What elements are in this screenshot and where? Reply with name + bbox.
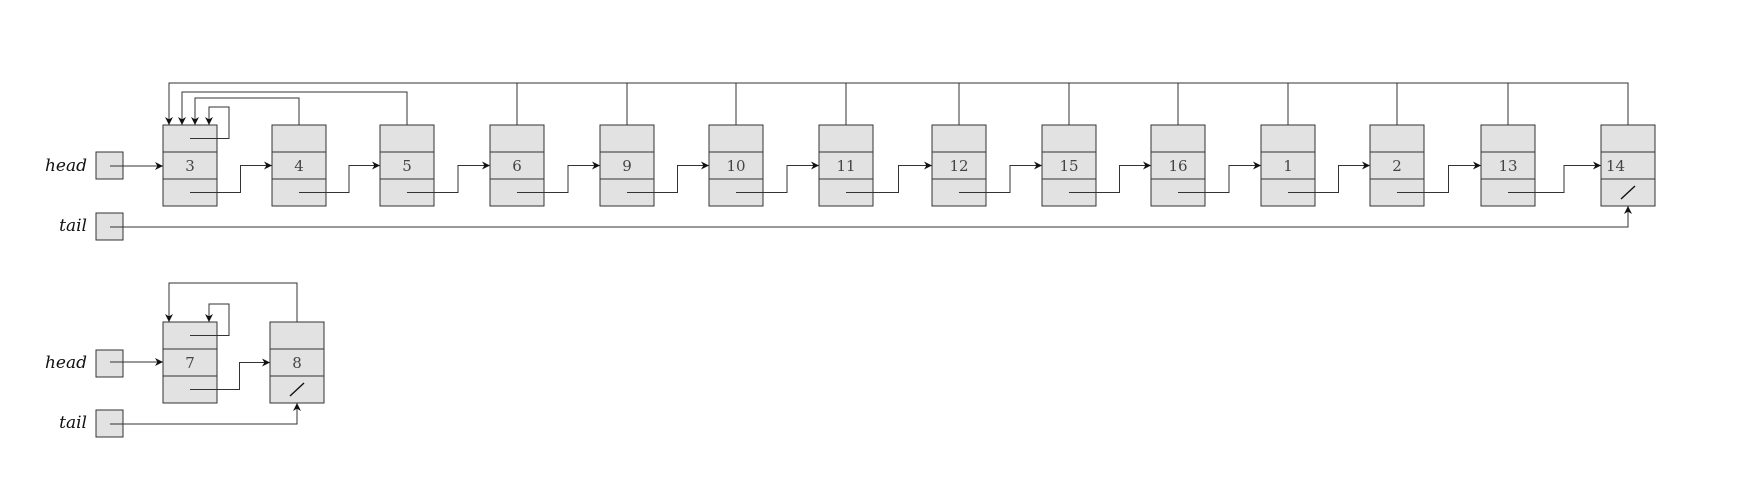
- node-rep-cell: [599, 124, 655, 153]
- next-pointer-arrow: [1069, 161, 1151, 193]
- list-node: 14: [1600, 124, 1656, 207]
- rep-pointer-arrow: [191, 97, 300, 125]
- node-key-cell: [1041, 151, 1097, 180]
- list-node: 7: [162, 321, 218, 404]
- node-rep-cell: [1600, 124, 1656, 153]
- next-pointer-arrow: [517, 161, 600, 193]
- head-label-1: head: [45, 156, 87, 176]
- node-key-value: 13: [1498, 157, 1517, 175]
- node-rep-cell: [1369, 124, 1425, 153]
- node-key-cell: [489, 151, 545, 180]
- tail-label-2: tail: [59, 413, 87, 433]
- node-key-cell: [1260, 151, 1316, 180]
- node-key-value: 9: [622, 157, 632, 175]
- next-pointer-arrow: [627, 161, 709, 193]
- next-pointer-arrow: [959, 161, 1042, 193]
- next-pointer-arrow: [1397, 161, 1481, 193]
- node-key-cell: [1369, 151, 1425, 180]
- node-key-cell: [1600, 151, 1656, 180]
- list-node: 11: [818, 124, 874, 207]
- rep-pointer-arrow: [190, 303, 230, 336]
- node-key-value: 6: [512, 157, 522, 175]
- node-key-cell: [708, 151, 764, 180]
- nil-slash: [289, 382, 305, 397]
- rep-pointer-bus: [165, 82, 1629, 125]
- next-pointer-arrow: [299, 161, 380, 193]
- node-key-value: 8: [292, 354, 302, 372]
- next-pointer-arrow: [1178, 161, 1261, 193]
- rep-pointer-arrow: [190, 106, 230, 139]
- node-rep-cell: [269, 321, 325, 350]
- list-node: 10: [708, 124, 764, 207]
- node-rep-cell: [818, 124, 874, 153]
- node-rep-cell: [1260, 124, 1316, 153]
- node-key-cell: [931, 151, 987, 180]
- list-node: 15: [1041, 124, 1097, 207]
- node-rep-cell: [489, 124, 545, 153]
- next-pointer-arrow: [190, 161, 272, 193]
- next-pointer-arrow: [1508, 161, 1601, 193]
- head-pointer-box-2: [95, 349, 124, 378]
- list-node: 5: [379, 124, 435, 207]
- node-rep-cell: [379, 124, 435, 153]
- node-key-value: 1: [1283, 157, 1293, 175]
- node-key-value: 16: [1168, 157, 1187, 175]
- node-rep-cell: [1041, 124, 1097, 153]
- node-rep-cell: [271, 124, 327, 153]
- node-key-value: 10: [726, 157, 745, 175]
- rep-pointer-bus: [165, 282, 298, 322]
- node-rep-cell: [931, 124, 987, 153]
- node-key-value: 2: [1392, 157, 1402, 175]
- list-node: 1: [1260, 124, 1316, 207]
- next-pointer-arrow: [407, 161, 490, 193]
- node-key-cell: [269, 348, 325, 377]
- head-label-2: head: [45, 353, 87, 373]
- node-key-value: 4: [294, 157, 304, 175]
- list-node: 9: [599, 124, 655, 207]
- node-key-cell: [818, 151, 874, 180]
- tail-pointer-arrow: [110, 403, 301, 425]
- tail-pointer-arrow: [110, 206, 1632, 228]
- list-node: 8: [269, 321, 325, 404]
- node-key-cell: [1150, 151, 1206, 180]
- next-pointer-arrow: [846, 161, 932, 193]
- list-node: 2: [1369, 124, 1425, 207]
- node-key-cell: [599, 151, 655, 180]
- list-node: 3: [162, 124, 218, 207]
- rep-pointer-arrow: [178, 91, 408, 125]
- next-pointer-arrow: [1288, 161, 1370, 193]
- list-node: 12: [931, 124, 987, 207]
- nil-slash: [1620, 185, 1636, 200]
- node-key-value: 14: [1606, 157, 1625, 175]
- node-rep-cell: [1150, 124, 1206, 153]
- list-node: 6: [489, 124, 545, 207]
- next-pointer-arrow: [736, 161, 819, 193]
- node-rep-cell: [708, 124, 764, 153]
- node-key-value: 5: [402, 157, 412, 175]
- node-key-value: 15: [1059, 157, 1078, 175]
- node-key-value: 12: [949, 157, 968, 175]
- node-rep-cell: [1480, 124, 1536, 153]
- node-key-value: 3: [185, 157, 195, 175]
- list-node: 4: [271, 124, 327, 207]
- next-pointer-arrow: [190, 358, 270, 390]
- node-key-value: 11: [836, 157, 855, 175]
- node-key-cell: [379, 151, 435, 180]
- list-node: 16: [1150, 124, 1206, 207]
- node-key-value: 7: [185, 354, 195, 372]
- list-node: 13: [1480, 124, 1536, 207]
- node-key-cell: [1480, 151, 1536, 180]
- tail-label-1: tail: [59, 216, 87, 236]
